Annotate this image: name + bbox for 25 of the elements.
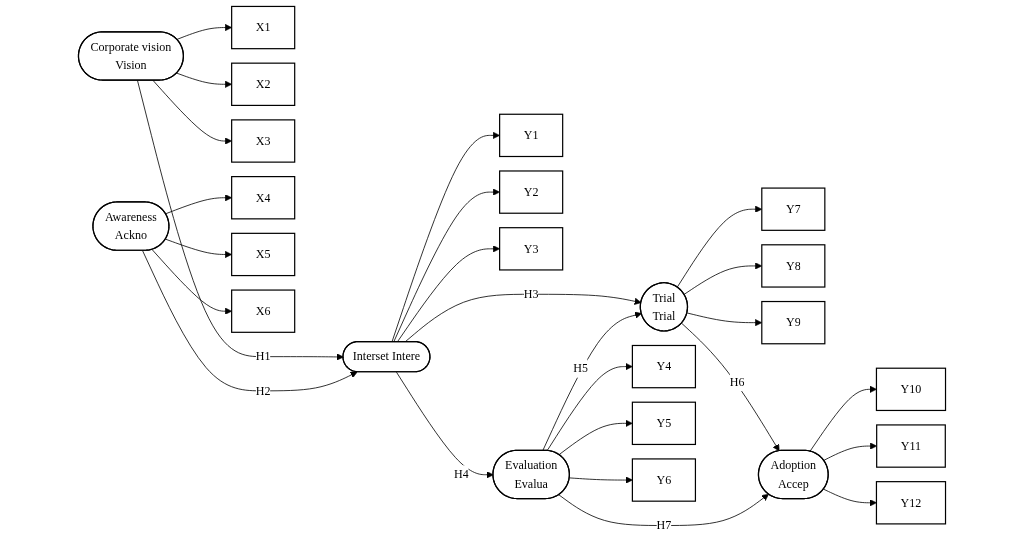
- node-box: X6: [231, 289, 296, 333]
- node-box: Y12: [875, 481, 947, 525]
- node-box: X4: [231, 176, 296, 220]
- node-box: X3: [231, 119, 296, 163]
- edge-label: H3: [523, 287, 539, 301]
- node-box: Y1: [499, 113, 564, 158]
- node-box: X2: [231, 62, 296, 106]
- edge-label: H1: [255, 350, 271, 363]
- node-box: Y6: [631, 458, 697, 502]
- node-box: Y2: [499, 170, 564, 214]
- node-box: Y3: [499, 227, 564, 271]
- node-box: X1: [231, 5, 296, 50]
- node-box: Y11: [876, 424, 946, 468]
- node-box: Y8: [761, 244, 826, 288]
- node-box: Y7: [761, 187, 826, 231]
- edge-label: H7: [656, 518, 672, 532]
- node-box: Y9: [761, 300, 826, 345]
- node-box: Y10: [875, 367, 947, 412]
- node-box: X5: [231, 232, 296, 277]
- node-box: Y5: [631, 401, 697, 446]
- edge-label: H4: [454, 467, 469, 481]
- node-box: Y4: [631, 344, 697, 389]
- edge-label: H5: [573, 361, 588, 375]
- edge-label: H2: [255, 384, 271, 398]
- edge-label: H6: [729, 375, 745, 388]
